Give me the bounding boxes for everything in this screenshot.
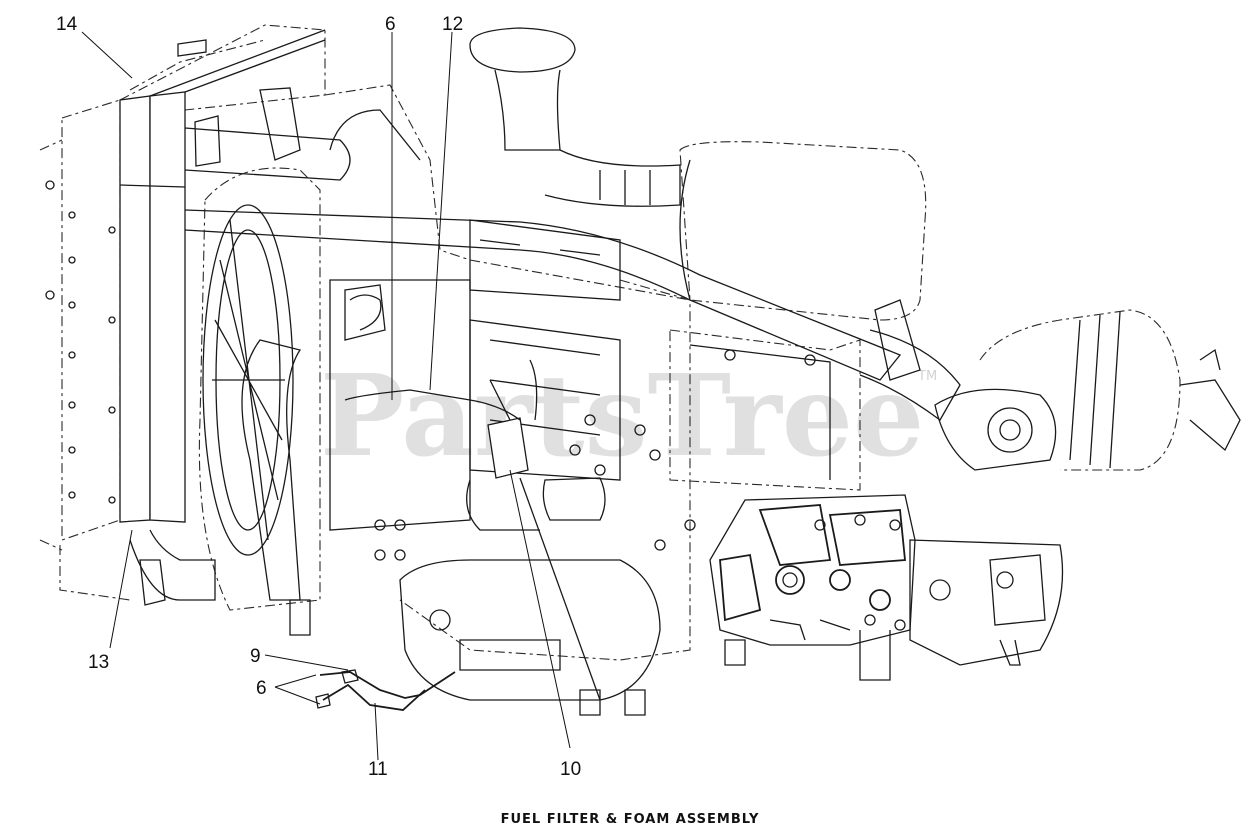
callout-14: 14: [56, 14, 78, 35]
leader-lines: [81, 31, 571, 761]
engine-drawing: [39, 24, 1241, 716]
callouts: 14 6 12 13 9 6 11 10: [56, 14, 581, 780]
watermark: PartsTree TM: [320, 351, 937, 482]
callout-9: 9: [250, 646, 261, 667]
callout-13: 13: [88, 652, 109, 673]
callout-10: 10: [560, 759, 581, 780]
callout-6-top: 6: [385, 14, 396, 35]
watermark-trademark: TM: [917, 369, 937, 384]
callout-11: 11: [368, 759, 388, 780]
watermark-text: PartsTree: [320, 351, 924, 482]
callout-12: 12: [442, 14, 463, 35]
diagram-caption: FUEL FILTER & FOAM ASSEMBLY: [501, 812, 760, 827]
callout-6-bottom: 6: [256, 678, 267, 699]
